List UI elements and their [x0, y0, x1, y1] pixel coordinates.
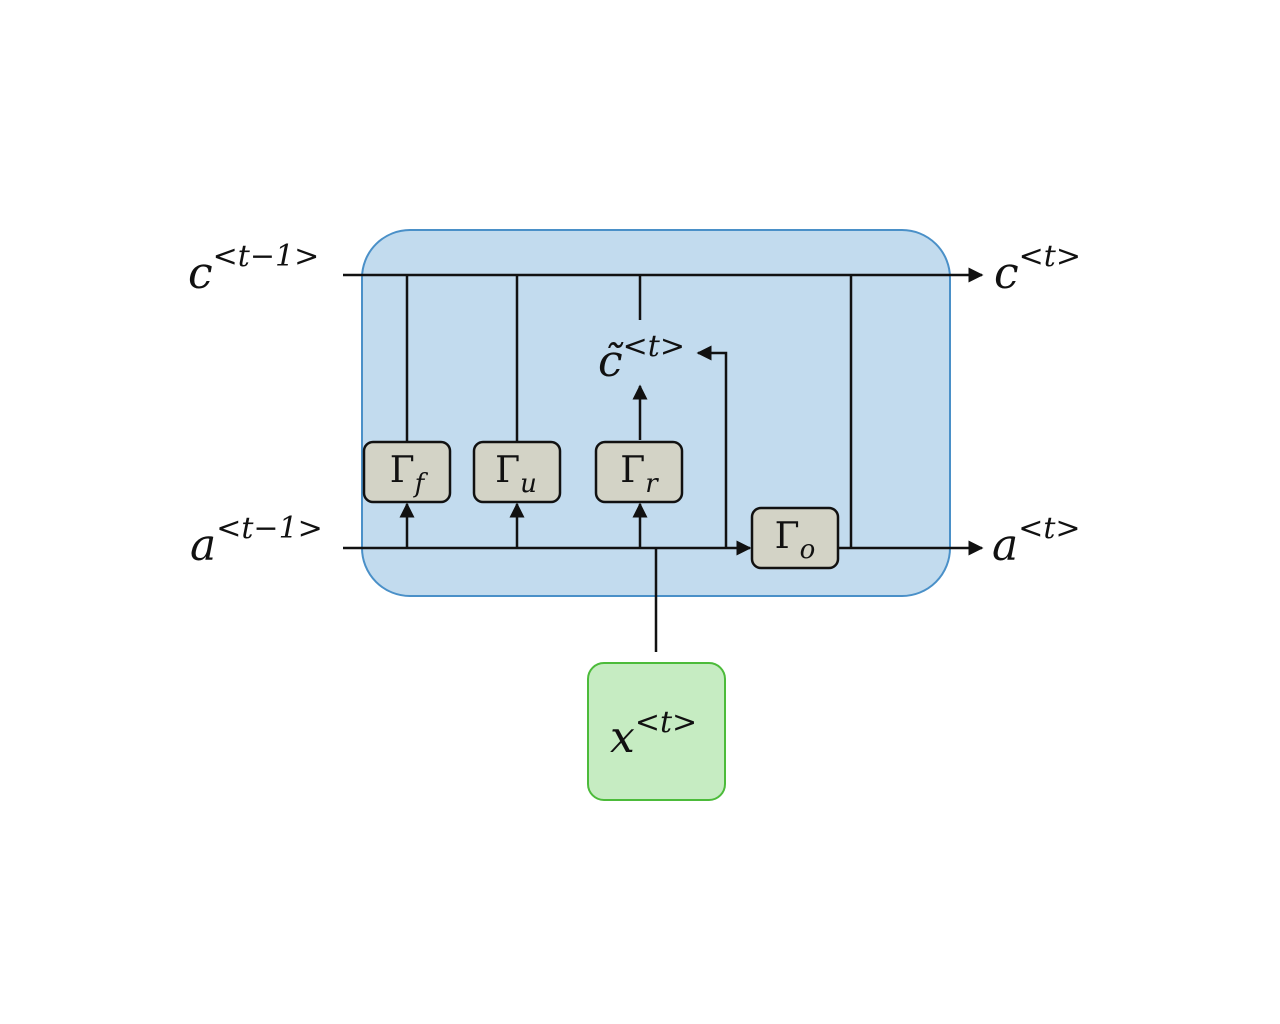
gamma-symbol: Γ	[775, 516, 800, 557]
label-x-input-sup: <t>	[635, 705, 697, 740]
label-c-prev: c<t−1>	[188, 239, 319, 299]
label-a-next-sup: <t>	[1018, 511, 1080, 546]
update-gate-subscript: u	[520, 469, 537, 499]
update-gate: Γu	[472, 440, 562, 504]
svg-text:Γu: Γu	[495, 450, 537, 499]
label-a-next-base: a	[992, 520, 1018, 571]
gamma-symbol: Γ	[620, 450, 645, 491]
label-c-tilde-sup: <t>	[623, 329, 685, 364]
hidden-to-candidate-arrow	[696, 345, 728, 548]
relevance-gate-subscript: r	[645, 469, 659, 499]
relevance-gate: Γr	[594, 440, 684, 504]
gamma-symbol: Γ	[390, 450, 415, 491]
gamma-symbol: Γ	[495, 450, 520, 491]
lstm-cell-body	[361, 229, 951, 597]
input-box	[587, 662, 726, 801]
label-c-prev-sup: <t−1>	[213, 239, 320, 274]
label-a-prev: a<t−1>	[190, 511, 323, 571]
svg-text:Γr: Γr	[620, 450, 659, 499]
label-a-next: a<t>	[992, 511, 1081, 571]
label-c-next-sup: <t>	[1019, 239, 1081, 274]
label-a-prev-base: a	[190, 520, 216, 571]
label-x-input: x<t>	[610, 705, 697, 763]
label-c-next: c<t>	[994, 239, 1081, 299]
label-a-prev-sup: <t−1>	[216, 511, 323, 546]
wires	[343, 267, 984, 652]
forget-gate: Γf	[362, 440, 452, 504]
svg-text:Γo: Γo	[775, 516, 816, 565]
label-c-tilde: c̃<t>	[598, 329, 685, 387]
label-c-next-base: c	[994, 248, 1019, 299]
label-x-input-base: x	[610, 712, 635, 763]
label-c-tilde-base: c̃	[598, 336, 624, 387]
output-gate: Γo	[750, 506, 840, 570]
output-gate-subscript: o	[800, 535, 816, 565]
label-c-prev-base: c	[188, 248, 213, 299]
